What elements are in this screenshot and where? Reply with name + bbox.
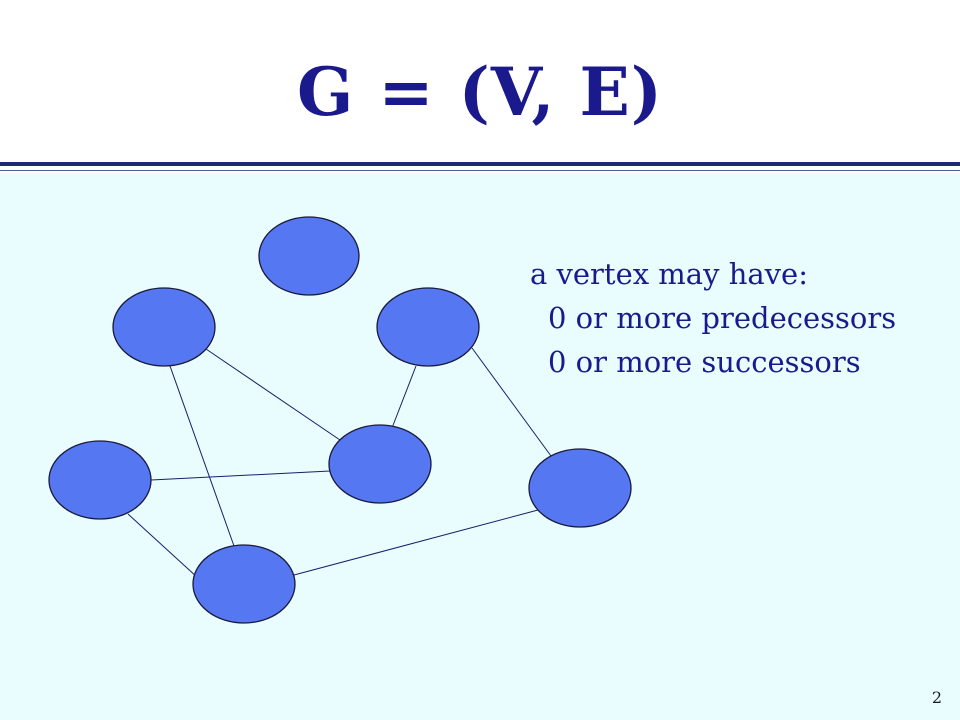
graph-vertex — [328, 424, 432, 504]
graph-vertex — [258, 216, 360, 296]
graph-edge — [471, 347, 552, 457]
page-number: 2 — [931, 688, 942, 707]
graph-edge — [293, 509, 539, 576]
graph-vertex — [376, 287, 480, 367]
title-area: G = (V, E) — [0, 0, 960, 162]
vertex-note-item-predecessors: 0 or more predecessors — [548, 301, 897, 335]
slide-title: G = (V, E) — [296, 53, 663, 131]
graph-edge — [127, 513, 199, 579]
vertex-note-heading: a vertex may have: — [530, 257, 808, 291]
vertex-note: a vertex may have: 0 or more predecessor… — [530, 252, 896, 384]
title-divider-thick — [0, 162, 960, 166]
graph-vertex — [192, 544, 296, 624]
graph-edge — [391, 365, 417, 429]
graph-vertex — [48, 440, 152, 520]
vertex-note-item-successors: 0 or more successors — [548, 345, 861, 379]
graph-edge — [150, 470, 331, 481]
graph-vertex — [528, 448, 632, 528]
graph-edge — [169, 365, 235, 547]
graph-edge — [205, 348, 341, 441]
graph-vertices — [48, 216, 632, 624]
title-divider-thin — [0, 170, 960, 171]
graph-edges — [127, 347, 552, 579]
content-area — [0, 173, 960, 720]
graph-vertex — [112, 287, 216, 367]
